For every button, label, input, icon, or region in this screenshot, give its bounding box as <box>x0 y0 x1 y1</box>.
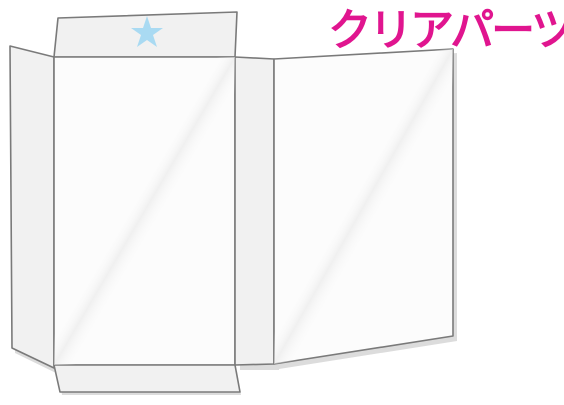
panel-sheen <box>54 49 453 365</box>
front-panel-sheen <box>54 57 235 365</box>
left-side-flap <box>9 45 55 369</box>
bottom-tuck-flap <box>53 364 241 393</box>
clear-parts-label: クリアパーツ <box>328 5 564 56</box>
hinge-flap <box>234 56 275 366</box>
back-panel-sheen <box>274 49 453 364</box>
star-icon <box>131 16 163 47</box>
